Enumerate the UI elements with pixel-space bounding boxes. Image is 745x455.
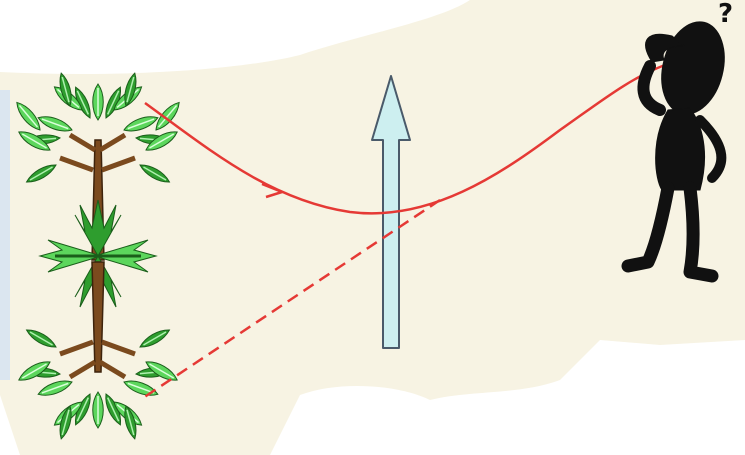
question-mark-icon: ? (718, 0, 733, 29)
left-edge-strip (0, 90, 10, 380)
